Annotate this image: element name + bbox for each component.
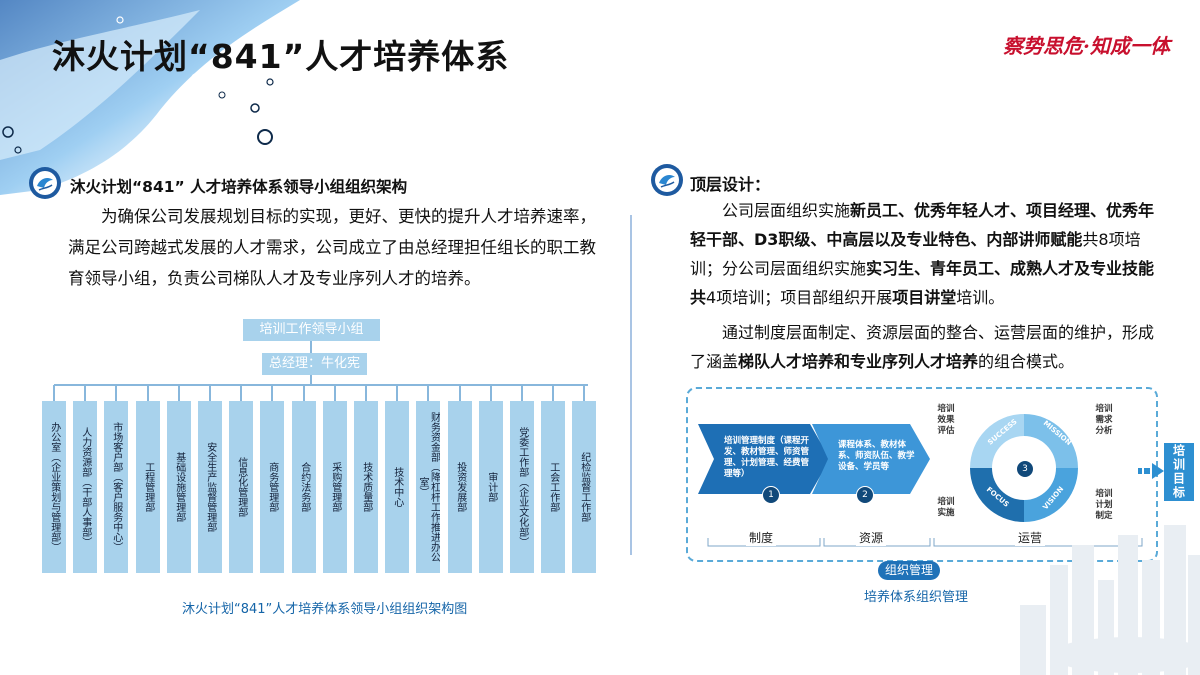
department-box: 基础设施管理部 (167, 401, 191, 573)
org-horizontal-bus (54, 384, 588, 386)
body-text: 通过制度层面制定、资源层面的整合、运营层面的维护，形成了涵盖 (690, 323, 1155, 371)
org-connector (490, 385, 492, 401)
department-box: 信息化管理部 (229, 401, 253, 573)
section-label-operation: 运营 (1015, 529, 1046, 546)
right-diagram-caption: 培养体系组织管理 (864, 590, 969, 605)
org-connector (240, 385, 242, 401)
org-connector (521, 385, 523, 401)
org-connector (583, 385, 585, 401)
org-connector (53, 385, 55, 401)
department-box: 合约法务部 (292, 401, 316, 573)
org-connector (552, 385, 554, 401)
body-text: 4项培训；项目部组织开展 (706, 288, 893, 307)
department-box: 技术中心 (385, 401, 409, 573)
right-paragraph-2: 通过制度层面制定、资源层面的整合、运营层面的维护，形成了涵盖梯队人才培养和专业序… (690, 318, 1165, 376)
org-connector (147, 385, 149, 401)
department-box: 安全生产监督管理部 (198, 401, 222, 573)
chevron-1-text: 培训管理制度（课程开发、教材管理、师资管理、计划管理、经费管理等） (724, 436, 810, 479)
org-connector (84, 385, 86, 401)
org-connector (459, 385, 461, 401)
left-chart-caption: 沐火计划“841”人才培养体系领导小组组织架构图 (182, 602, 468, 617)
body-text: 公司层面组织实施 (722, 201, 851, 220)
org-root-box: 培训工作领导小组 (243, 319, 380, 341)
impl-label: 培训实施 (937, 497, 955, 518)
department-box: 纪检监督工作部 (572, 401, 596, 573)
emphasis-text: 新员工、优秀年轻人才、项目经理、优秀年轻干部、D3职级、中高层以及专业特色、内部… (690, 201, 1155, 249)
org-connector (271, 385, 273, 401)
org-connector (365, 385, 367, 401)
org-connector (334, 385, 336, 401)
right-paragraphs: 公司层面组织实施新员工、优秀年轻人才、项目经理、优秀年轻干部、D3职级、中高层以… (690, 196, 1165, 376)
right-paragraph-1: 公司层面组织实施新员工、优秀年轻人才、项目经理、优秀年轻干部、D3职级、中高层以… (690, 196, 1165, 312)
body-text: 培训。 (956, 288, 1005, 307)
emphasis-text: 实习生、青年员工、成熟人才及专业技能共 (690, 259, 1155, 307)
org-connector (396, 385, 398, 401)
body-text: 的组合模式。 (978, 352, 1075, 371)
department-box: 党委工作部（企业文化部） (510, 401, 534, 573)
needs-label: 培训需求分析 (1095, 404, 1113, 436)
org-leader-box: 总经理：牛化宪 (262, 353, 367, 375)
chevron-2-shape (812, 424, 930, 494)
department-box: 财务资金部（降杠杆工作推进办公室） (416, 401, 440, 573)
department-box: 采购管理部 (323, 401, 347, 573)
step-3-badge: 3 (1016, 460, 1034, 478)
water-splash-decoration (0, 0, 300, 195)
arrow-right-icon (1138, 463, 1164, 479)
org-connector (303, 385, 305, 401)
city-skyline-decoration (1020, 525, 1200, 675)
department-box: 工程管理部 (136, 401, 160, 573)
training-target-box: 培训目标 (1164, 443, 1194, 501)
slogan: 察势思危·知成一体 (1003, 34, 1170, 58)
department-box: 投资发展部 (448, 401, 472, 573)
org-connector (427, 385, 429, 401)
org-connector (310, 375, 312, 384)
department-box: 审计部 (479, 401, 503, 573)
department-box: 人力资源部（干部人事部） (73, 401, 97, 573)
column-divider (630, 215, 632, 555)
step-2-badge: 2 (856, 486, 874, 504)
department-box: 办公室（企业策划与管理部） (42, 401, 66, 573)
company-logo-icon (29, 167, 61, 199)
org-connector (209, 385, 211, 401)
org-connector (115, 385, 117, 401)
section-label-resource: 资源 (856, 529, 887, 546)
org-management-pill: 组织管理 (878, 561, 940, 580)
body-text: 共8项培训；分公司层面组织实施 (690, 230, 1141, 278)
section-label-system: 制度 (746, 529, 777, 546)
section-brackets (707, 538, 1143, 547)
step-1-badge: 1 (762, 486, 780, 504)
right-section-heading: 顶层设计： (690, 175, 771, 194)
left-paragraph: 为确保公司发展规划目标的实现，更好、更快的提升人才培养速率，满足公司跨越式发展的… (68, 201, 608, 294)
department-box: 商务管理部 (260, 401, 284, 573)
org-connector (178, 385, 180, 401)
chevron-1-shape (698, 424, 830, 494)
slide-title: 沐火计划“841”人才培养体系 (52, 37, 510, 76)
chevron-2-text: 课程体系、教材体系、师资队伍、教学设备、学员等 (838, 440, 915, 472)
org-connector (310, 341, 312, 353)
emphasis-text: 梯队人才培养和专业序列人才培养 (738, 352, 979, 371)
department-box: 技术质量部 (354, 401, 378, 573)
department-box: 工会工作部 (541, 401, 565, 573)
department-box: 市场客户部（客户服务中心） (104, 401, 128, 573)
plan-label: 培训计划制定 (1095, 489, 1113, 521)
company-logo-icon (651, 164, 683, 196)
emphasis-text: 项目讲堂 (892, 288, 957, 307)
eval-label: 培训效果评估 (937, 404, 955, 436)
left-section-heading: 沐火计划“841” 人才培养体系领导小组组织架构 (70, 178, 408, 196)
left-paragraph-text: 为确保公司发展规划目标的实现，更好、更快的提升人才培养速率，满足公司跨越式发展的… (68, 207, 596, 288)
